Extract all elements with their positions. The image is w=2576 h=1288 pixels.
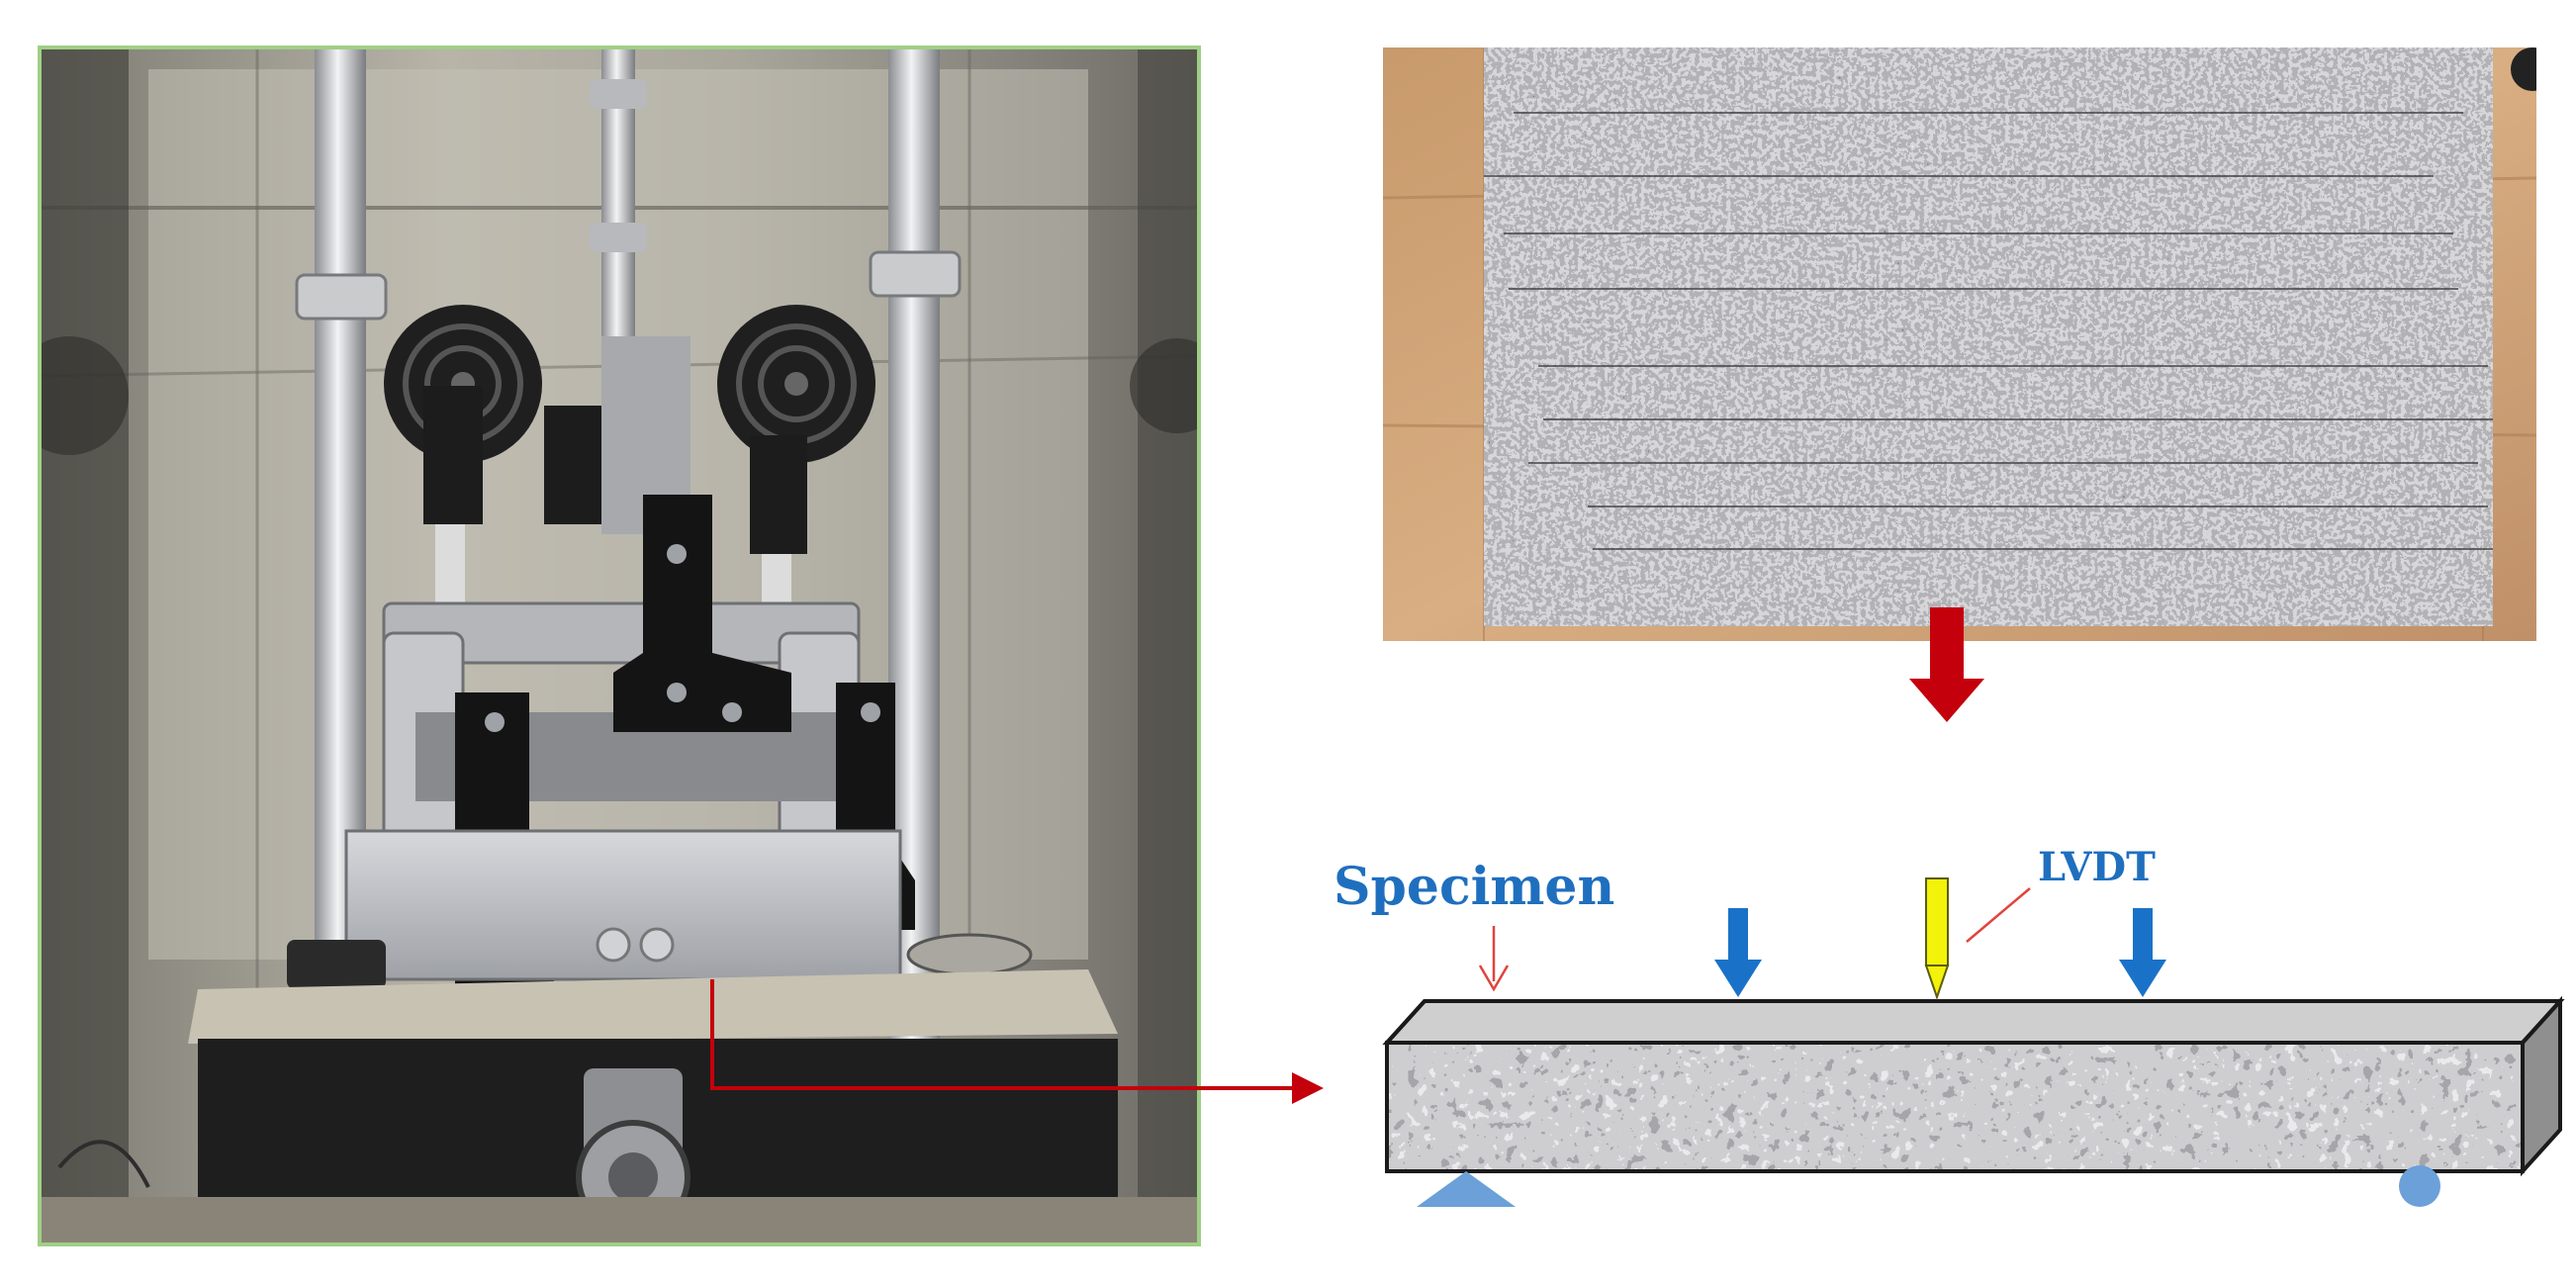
connector-arrow (710, 979, 1324, 1104)
specimen-label: Specimen (1334, 857, 1614, 917)
lvdt-leader-line (1966, 887, 2031, 943)
load-arrow-left-icon (1714, 908, 1762, 997)
fan-right-icon (717, 305, 875, 463)
lvdt-probe-icon (1924, 877, 1950, 1001)
testing-machine-photo (40, 47, 1199, 1244)
roller-support-icon (2399, 1165, 2440, 1207)
beam-top-face (1382, 999, 2565, 1045)
lvdt-label: LVDT (2038, 844, 2156, 890)
beam-diagram: Specimen LVDT (1334, 844, 2565, 1207)
specimen-slabs-photo (1383, 47, 2536, 641)
pin-support-icon (1417, 1171, 1516, 1207)
flow-down-arrow (1909, 607, 1984, 722)
photo-frame-left (38, 46, 1201, 1246)
specimen-pointer-arrow (1478, 926, 1510, 992)
load-arrow-right-icon (2119, 908, 2166, 997)
